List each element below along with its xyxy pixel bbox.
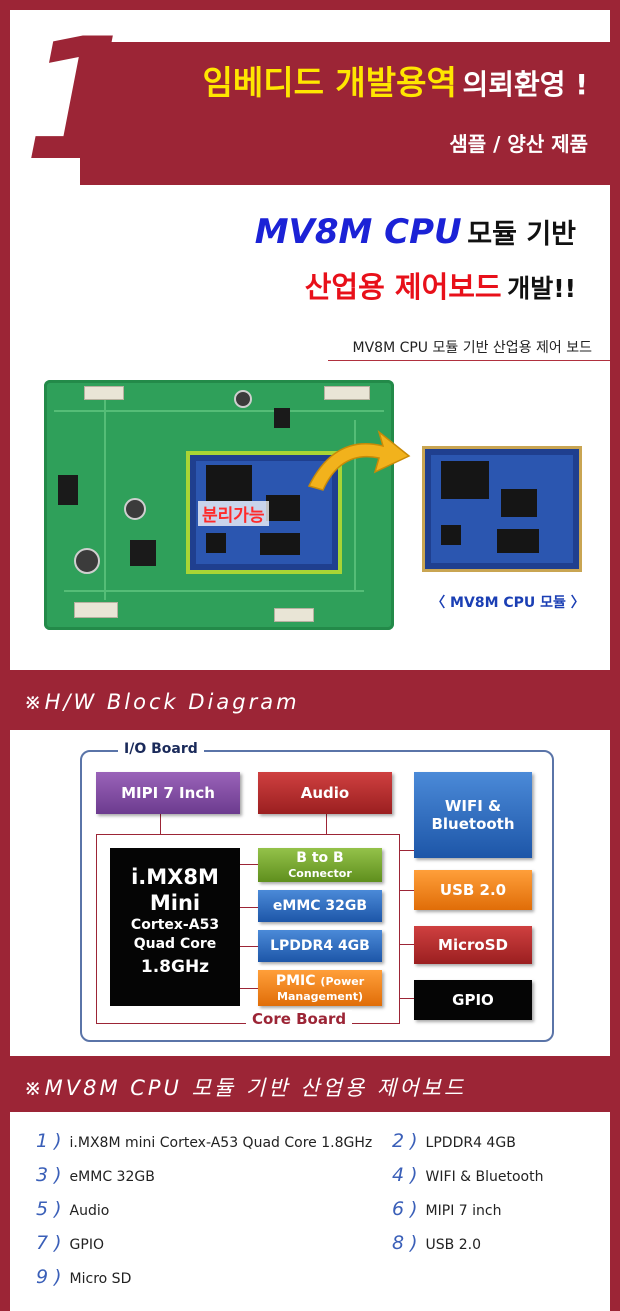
cpu-module-on-board: 분리가능 [186,451,342,574]
headline-base: 모듈 기반 [467,219,576,250]
spec-number: 8 ) [392,1232,418,1254]
cpu-clock: 1.8GHz [140,957,210,977]
headline-product: MV8M CPU [254,212,462,252]
spec-text: eMMC 32GB [69,1169,155,1185]
promo-panel: 1 임베디드 개발용역 의뢰환영 ! 샘플 / 양산 제품 MV8M CPU 모… [10,10,610,670]
spec-text: i.MX8M mini Cortex-A53 Quad Core 1.8GHz [69,1135,373,1151]
spec-number: 6 ) [392,1198,418,1220]
io-board-frame: I/O Board [80,741,554,1042]
spec-text: USB 2.0 [425,1237,481,1253]
cpu-module-image [422,446,582,572]
headline-line2: 산업용 제어보드 개발!! [305,264,576,306]
separable-label: 분리가능 [198,501,269,526]
spec-text: GPIO [69,1237,104,1253]
spec-item: 8 ) USB 2.0 [392,1232,481,1254]
cpu-core-type: Cortex-A53 [130,917,220,933]
board-caption: MV8M CPU 모듈 기반 산업용 제어 보드 [352,340,593,356]
spec-item: 7 ) GPIO [36,1232,104,1254]
block-lpddr4: LPDDR4 4GB [258,930,382,962]
io-board-label: I/O Board [118,741,204,757]
spec-number: 4 ) [392,1164,418,1186]
block-microsd: MicroSD [414,926,532,964]
hero-banner: 임베디드 개발용역 의뢰환영 ! 샘플 / 양산 제품 [80,42,610,185]
block-usb: USB 2.0 [414,870,532,910]
spec-number: 3 ) [36,1164,62,1186]
block-pmic: PMIC (Power Management) [258,970,382,1006]
spec-item: 5 ) Audio [36,1198,109,1220]
hero-subtitle: 샘플 / 양산 제품 [449,132,588,156]
control-board-image: 분리가능 [44,380,394,630]
spec-text: LPDDR4 4GB [425,1135,516,1151]
hero-title: 임베디드 개발용역 의뢰환영 ! [202,56,588,104]
spec-list: 1 ) i.MX8M mini Cortex-A53 Quad Core 1.8G… [10,1112,610,1311]
caption-divider [328,360,610,361]
spec-text: Audio [69,1203,110,1219]
spec-item: 4 ) WIFI & Bluetooth [392,1164,543,1186]
spec-item: 6 ) MIPI 7 inch [392,1198,501,1220]
core-board-label: Core Board [246,1010,353,1028]
section-title-block-diagram: ※H/W Block Diagram [24,690,300,714]
curved-arrow-icon [307,429,411,491]
block-gpio: GPIO [414,980,532,1020]
pmic-subtitle-1: (Power [320,975,365,988]
spec-text: MIPI 7 inch [425,1203,502,1219]
block-b2b-connector: B to B Connector [258,848,382,882]
cpu-name: i.MX8M [131,865,219,889]
headline-board: 산업용 제어보드 [304,270,502,304]
b2b-subtitle: Connector [288,866,352,880]
block-cpu: i.MX8M Mini Cortex-A53 Quad Core 1.8GHz [110,848,240,1006]
block-audio: Audio [258,772,392,814]
spec-text: Micro SD [69,1271,132,1287]
block-mipi: MIPI 7 Inch [96,772,240,814]
spec-item: 9 ) Micro SD [36,1266,131,1288]
spec-number: 5 ) [36,1198,62,1220]
b2b-title: B to B [296,850,344,866]
spec-number: 7 ) [36,1232,62,1254]
hero-title-rest: 의뢰환영 ! [462,68,588,101]
section-title-specs: ※MV8M CPU 모듈 기반 산업용 제어보드 [24,1076,467,1100]
headline-dev: 개발!! [507,274,576,303]
pmic-title: PMIC [275,973,316,989]
spec-item: 2 ) LPDDR4 4GB [392,1130,516,1152]
headline-line1: MV8M CPU 모듈 기반 [255,212,576,252]
cpu-core-count: Quad Core [133,936,217,952]
block-wifi-bluetooth: WIFI & Bluetooth [414,772,532,858]
spec-number: 2 ) [392,1130,418,1152]
block-diagram: I/O Board MIPI 7 Inch Audio WIFI & Bluet… [10,730,610,1056]
spec-item: 1 ) i.MX8M mini Cortex-A53 Quad Core 1.8G… [36,1130,372,1152]
block-emmc: eMMC 32GB [258,890,382,922]
pmic-subtitle-2: Management) [277,989,363,1003]
spec-text: WIFI & Bluetooth [425,1169,544,1185]
spec-item: 3 ) eMMC 32GB [36,1164,155,1186]
cpu-variant: Mini [149,891,201,915]
spec-number: 1 ) [36,1130,62,1152]
module-label: 〈 MV8M CPU 모듈 〉 [431,595,585,611]
spec-number: 9 ) [36,1266,62,1288]
hero-title-highlight: 임베디드 개발용역 [202,63,457,102]
